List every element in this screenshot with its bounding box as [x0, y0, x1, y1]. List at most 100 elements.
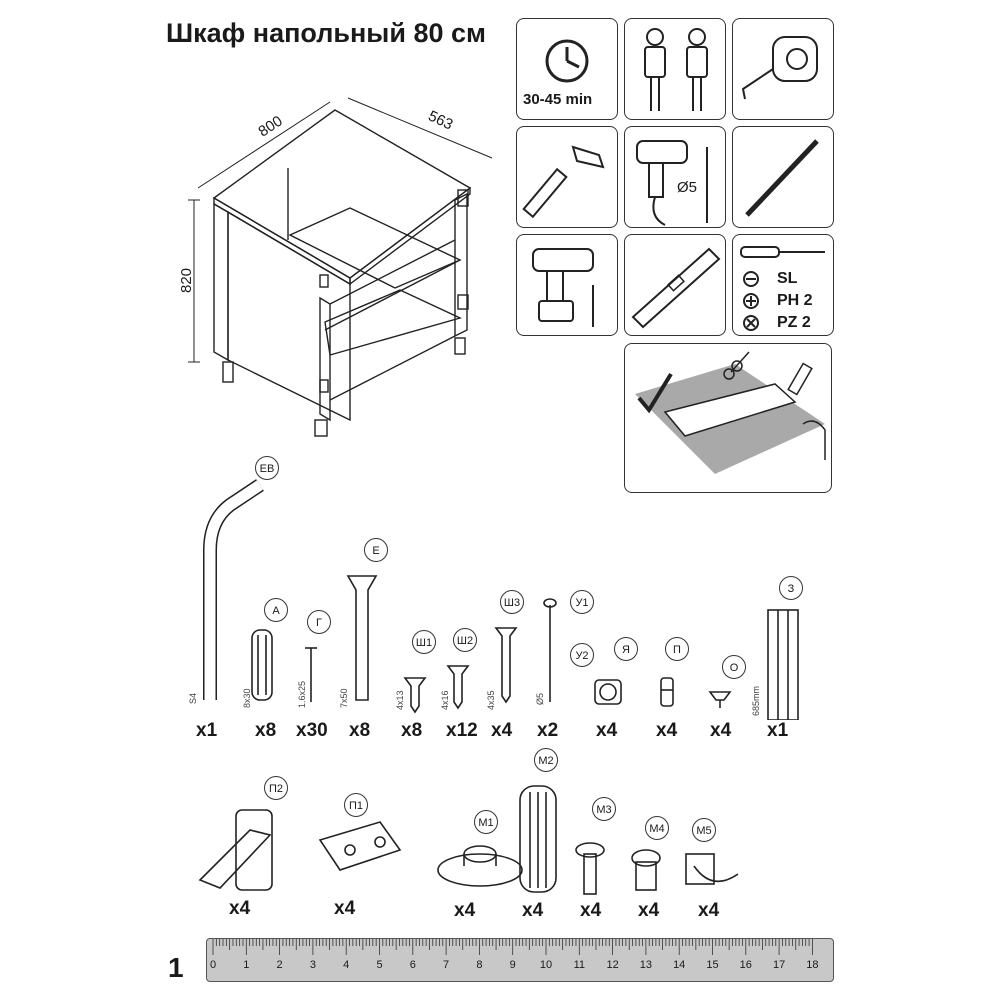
part-tag-O: О — [722, 655, 746, 679]
part-qty-EV: x1 — [196, 720, 218, 741]
part-qty-G: x30 — [296, 720, 328, 741]
part-tag-P: П — [665, 637, 689, 661]
part-tag-U2: У2 — [570, 643, 594, 667]
ruler-label: 2 — [276, 959, 283, 971]
ruler-label: 5 — [376, 959, 383, 971]
ruler-label: 1 — [243, 959, 250, 971]
part-tag-Sh2: Ш2 — [453, 628, 477, 652]
tile-drill: Ø5 — [624, 126, 726, 228]
tile-hammer — [516, 126, 618, 228]
ruler-label: 8 — [476, 959, 483, 971]
ruler-label: 11 — [573, 959, 586, 971]
ruler-label: 15 — [706, 959, 719, 971]
part-qty-M2: x4 — [522, 900, 544, 921]
part-tag-U1: У1 — [570, 590, 594, 614]
pencil-icon — [745, 139, 819, 217]
page-number: 1 — [168, 952, 184, 983]
unboxing-icon — [635, 351, 826, 474]
part-tag-Sh1: Ш1 — [412, 630, 436, 654]
ruler-label: 13 — [639, 959, 653, 971]
part-size-Sh2: 4x16 — [440, 690, 450, 710]
ruler-label: 10 — [539, 959, 553, 971]
screwdriver-icon — [740, 246, 825, 331]
part-qty-Sh2: x12 — [446, 720, 478, 741]
tile-unboxing — [624, 343, 832, 493]
part-tag-E: Е — [364, 538, 388, 562]
ruler-label: 3 — [309, 959, 316, 971]
part-qty-A: x8 — [255, 720, 277, 741]
part-size-G: 1.6x25 — [297, 680, 307, 708]
page-title: Шкаф напольный 80 см — [166, 18, 486, 48]
screwdriver-pz2: PZ 2 — [777, 314, 811, 331]
part-qty-U: x2 — [537, 720, 559, 741]
ruler-label: 9 — [509, 959, 516, 971]
tile-pencil — [732, 126, 834, 228]
tape-measure-icon — [741, 36, 818, 100]
drill-bit-label: Ø5 — [677, 179, 698, 196]
ruler-label: 4 — [343, 959, 350, 971]
part-qty-M5: x4 — [698, 900, 720, 921]
screwdriver-sl: SL — [777, 270, 798, 287]
part-qty-Z: x1 — [767, 720, 789, 741]
ruler-ticks — [212, 939, 813, 955]
part-qty-M4: x4 — [638, 900, 660, 921]
part-tag-Z: З — [779, 576, 803, 600]
part-qty-Ya: x4 — [596, 720, 618, 741]
part-tag-P1: П1 — [344, 793, 368, 817]
tile-time: 30-45 min — [516, 18, 618, 120]
part-size-Z: 685mm — [751, 685, 761, 716]
part-qty-P1: x4 — [334, 898, 356, 919]
hardware-row2-drawings — [198, 785, 739, 895]
two-persons-icon — [644, 28, 708, 111]
screwdriver-ph2: PH 2 — [777, 292, 813, 309]
part-qty-M1: x4 — [454, 900, 476, 921]
tile-level — [624, 234, 726, 336]
ruler-label: 18 — [806, 959, 819, 971]
cabinet-drawing — [188, 97, 493, 437]
part-size-Sh3: 4x35 — [486, 690, 496, 710]
part-size-A: 8x30 — [242, 688, 252, 708]
part-tag-M1: М1 — [474, 810, 498, 834]
hammer-icon — [522, 145, 605, 219]
part-tag-M3: М3 — [592, 797, 616, 821]
part-qty-E: x8 — [349, 720, 371, 741]
part-size-U1: Ø5 — [535, 692, 545, 705]
part-size-EV: S4 — [188, 692, 198, 704]
ruler-label: 0 — [209, 959, 217, 971]
part-size-E: 7x50 — [339, 688, 349, 708]
part-tag-M4: М4 — [645, 816, 669, 840]
tile-tape-measure — [732, 18, 834, 120]
dimension-height: 820 — [178, 267, 196, 294]
clock-icon — [545, 39, 589, 83]
part-qty-Sh1: x8 — [401, 720, 423, 741]
part-tag-M5: М5 — [692, 818, 716, 842]
part-tag-A: А — [264, 598, 288, 622]
hardware-row1-drawings — [203, 479, 799, 720]
part-qty-Sh3: x4 — [491, 720, 513, 741]
part-tag-G: Г — [307, 610, 331, 634]
part-tag-Sh3: Ш3 — [500, 590, 524, 614]
part-tag-M2: М2 — [534, 748, 558, 772]
ruler-label: 12 — [606, 959, 619, 971]
drill-icon — [636, 140, 708, 226]
tile-screwdrivers: SL PH 2 PZ 2 — [732, 234, 834, 336]
ruler-label: 16 — [739, 959, 752, 971]
part-tag-P2: П2 — [264, 776, 288, 800]
part-qty-P2: x4 — [229, 898, 251, 919]
part-qty-M3: x4 — [580, 900, 602, 921]
part-qty-P: x4 — [656, 720, 678, 741]
part-tag-EV: ЕВ — [255, 456, 279, 480]
ruler-label: 6 — [409, 959, 416, 971]
part-tag-Ya: Я — [614, 637, 638, 661]
tile-cordless-drill — [516, 234, 618, 336]
time-label: 30-45 min — [523, 91, 593, 108]
part-size-Sh1: 4x13 — [395, 690, 405, 710]
ruler-label: 17 — [772, 959, 786, 971]
ruler-label: 14 — [673, 959, 686, 971]
part-qty-O: x4 — [710, 720, 732, 741]
tile-two-persons — [624, 18, 726, 120]
spirit-level-icon — [631, 247, 721, 329]
ruler-label: 7 — [443, 959, 450, 971]
cordless-drill-icon — [532, 248, 594, 327]
